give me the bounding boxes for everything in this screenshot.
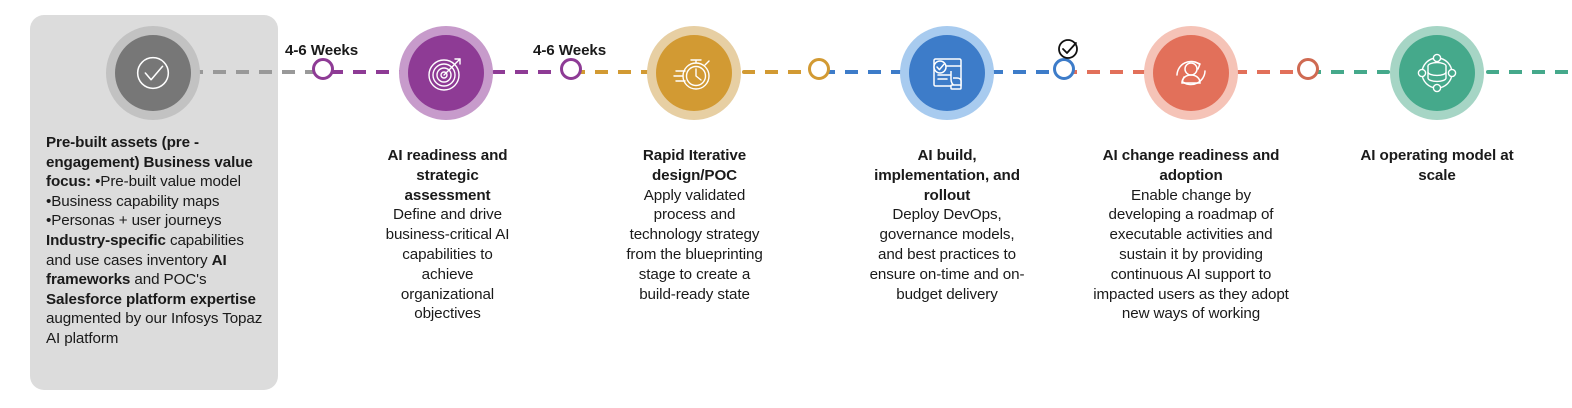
rail-gray xyxy=(190,70,322,74)
stage-caption-ai-change-readiness: AI change readiness and adoption Enable … xyxy=(1093,147,1289,323)
rail-blue-b xyxy=(990,70,1056,74)
pre-built-assets-text: Pre-built assets (pre - engagement) Busi… xyxy=(46,134,263,347)
check-circle-icon xyxy=(130,50,176,96)
milestone-5[interactable] xyxy=(1297,58,1319,80)
stage-node-ai-operating-model[interactable] xyxy=(1390,26,1484,120)
stopwatch-icon xyxy=(670,49,718,97)
user-refresh-icon xyxy=(1167,49,1215,97)
check-circle-icon xyxy=(1055,36,1081,62)
stage-node-ai-readiness[interactable] xyxy=(399,26,493,120)
stage-node-rapid-iterative-design[interactable] xyxy=(647,26,741,120)
stage-node-ai-change-readiness[interactable] xyxy=(1144,26,1238,120)
rail-purple-b xyxy=(492,70,564,74)
milestone-4[interactable] xyxy=(1053,58,1075,80)
target-arrow-icon xyxy=(422,49,470,97)
duration-label-2: 4-6 Weeks xyxy=(533,42,607,59)
milestone-3[interactable] xyxy=(808,58,830,80)
rail-purple-a xyxy=(330,70,402,74)
timeline-rail xyxy=(0,69,1572,75)
stage-node-ai-build-implementation[interactable] xyxy=(900,26,994,120)
stage-caption-ai-readiness: AI readiness and strategic assessment De… xyxy=(385,147,510,323)
checklist-hand-icon xyxy=(923,49,971,97)
stage-node-pre-built-assets[interactable] xyxy=(106,26,200,120)
duration-label-1: 4-6 Weeks xyxy=(285,42,359,59)
rail-coral-b xyxy=(1234,70,1300,74)
rail-blue-a xyxy=(822,70,904,74)
rail-coral-a xyxy=(1064,70,1148,74)
rail-teal-b xyxy=(1486,70,1572,74)
rail-teal-a xyxy=(1308,70,1390,74)
stage-caption-ai-build-implementation: AI build, implementation, and rollout De… xyxy=(869,147,1025,303)
stage-caption-ai-operating-model: AI operating model at scale xyxy=(1360,147,1514,184)
rail-gold-a xyxy=(572,70,650,74)
milestone-2[interactable] xyxy=(560,58,582,80)
milestone-1[interactable] xyxy=(312,58,334,80)
stage-caption-rapid-iterative-design: Rapid Iterative design/POC Apply validat… xyxy=(626,147,763,303)
rail-gold-b xyxy=(742,70,812,74)
database-network-icon xyxy=(1413,49,1461,97)
